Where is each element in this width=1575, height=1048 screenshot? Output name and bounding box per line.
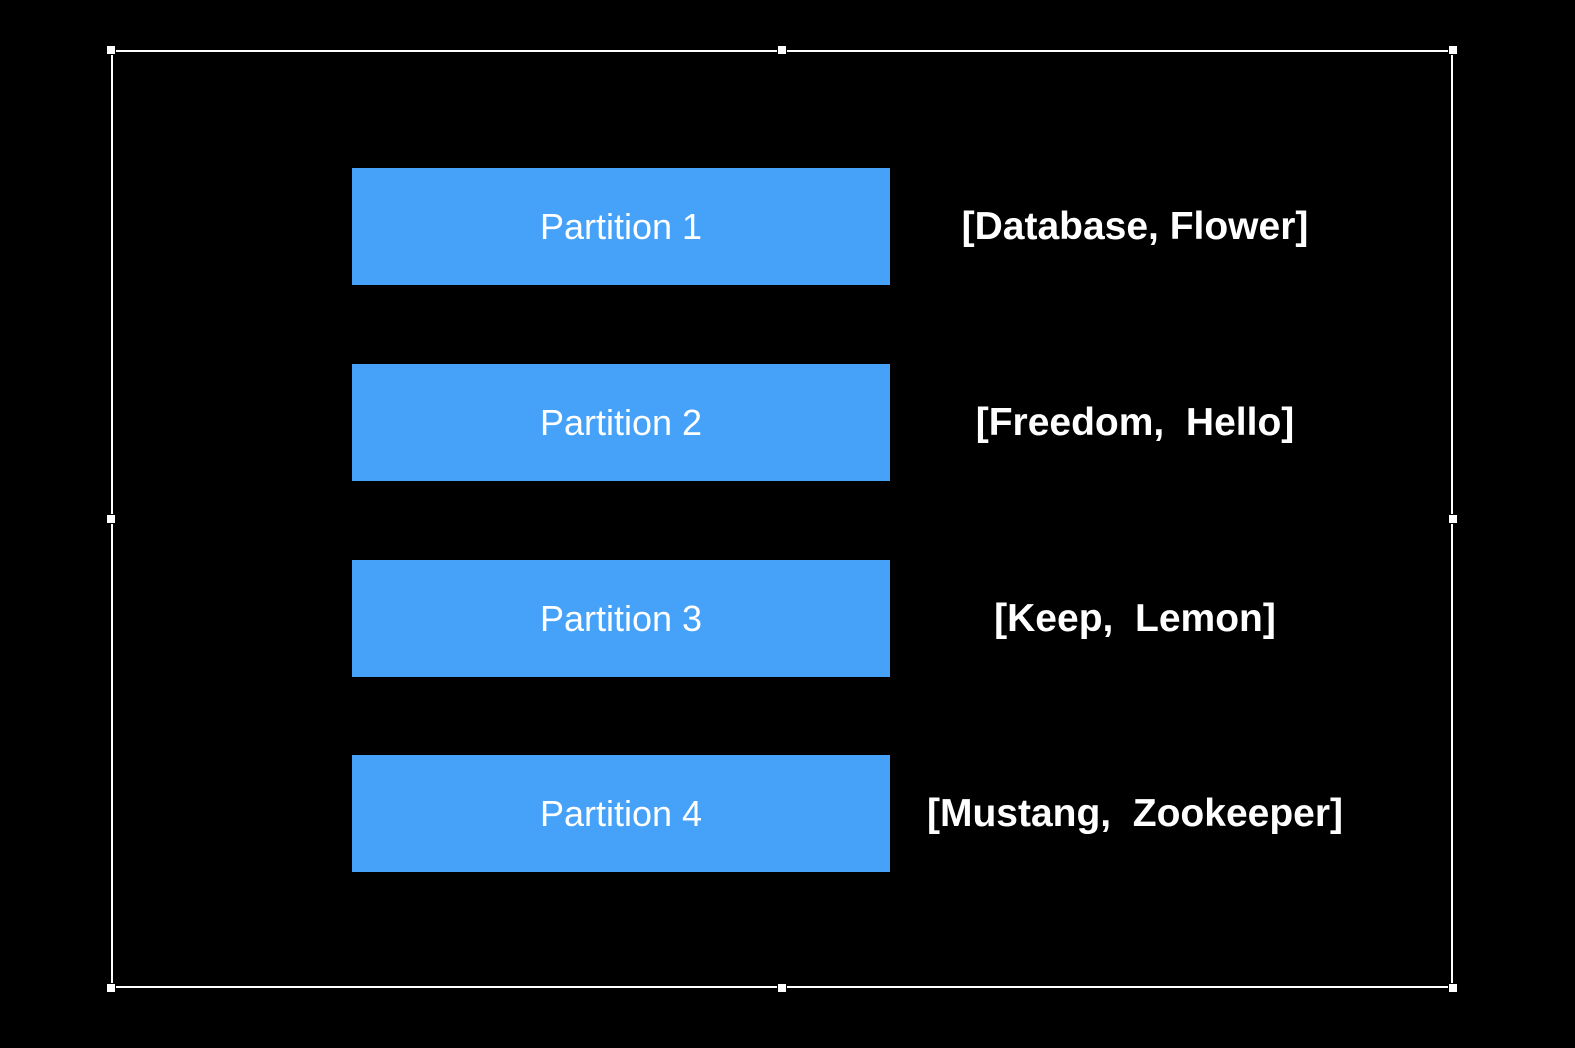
partition-range-4: [Mustang, Zookeeper] [926, 791, 1344, 835]
partition-range-3: [Keep, Lemon] [994, 596, 1276, 640]
partition-range-1: [Database, Flower] [961, 204, 1309, 248]
partition-box-3[interactable]: Partition 3 [352, 560, 890, 677]
resize-handle-top-center[interactable] [777, 45, 787, 55]
resize-handle-top-left[interactable] [106, 45, 116, 55]
resize-handle-bottom-center[interactable] [777, 983, 787, 993]
partition-box-2[interactable]: Partition 2 [352, 364, 890, 481]
partition-range-2: [Freedom, Hello] [975, 400, 1295, 444]
resize-handle-middle-right[interactable] [1448, 514, 1458, 524]
partition-box-4[interactable]: Partition 4 [352, 755, 890, 872]
resize-handle-bottom-left[interactable] [106, 983, 116, 993]
partition-box-1[interactable]: Partition 1 [352, 168, 890, 285]
resize-handle-top-right[interactable] [1448, 45, 1458, 55]
resize-handle-middle-left[interactable] [106, 514, 116, 524]
resize-handle-bottom-right[interactable] [1448, 983, 1458, 993]
